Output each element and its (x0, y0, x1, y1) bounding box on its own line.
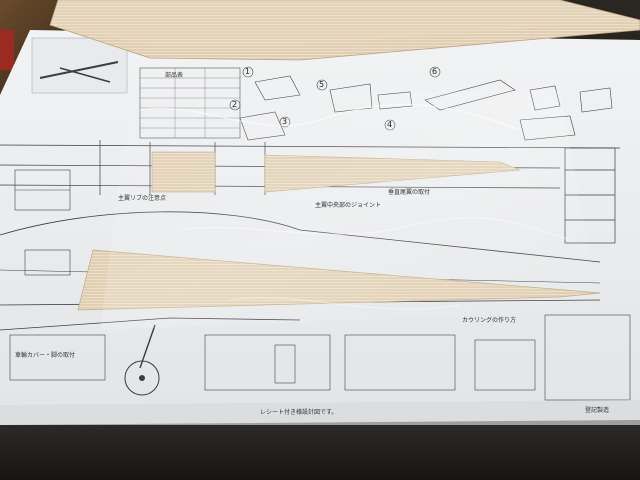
callout-vertical-tail: 垂直尾翼の取付 (388, 189, 431, 196)
model-photo (31, 37, 128, 94)
step-number-6: 6 (432, 67, 438, 76)
background-red-object (0, 30, 14, 70)
callout-landing-gear: 車輪カバー・脚の取付 (15, 352, 76, 359)
left-detail-drawings (9, 169, 106, 381)
parts-table-title: 部品表 (165, 72, 184, 79)
callout-wing-rib: 主翼リブの注意点 (118, 195, 167, 202)
step-number-5: 5 (319, 80, 325, 89)
step-number-1: 1 (245, 67, 251, 76)
photo-model-wing (39, 61, 119, 79)
callout-cowling: カウリングの作り方 (462, 317, 517, 324)
floor (0, 425, 640, 480)
landing-gear-drawing (124, 324, 160, 396)
plastic-film-glare (100, 90, 600, 330)
maker-mark: 登記製造 (585, 407, 610, 414)
footer-note: レシート付き様設計図です。 (260, 409, 338, 416)
step-number-3: 3 (282, 117, 288, 126)
step-number-4: 4 (387, 120, 393, 129)
bottom-detail-drawings (204, 314, 631, 401)
balsa-sheet-top (49, 0, 640, 61)
callout-wing-joint: 主翼中央部のジョイント (315, 202, 382, 209)
step-number-2: 2 (232, 100, 238, 109)
photo-model-fuselage (59, 67, 111, 83)
